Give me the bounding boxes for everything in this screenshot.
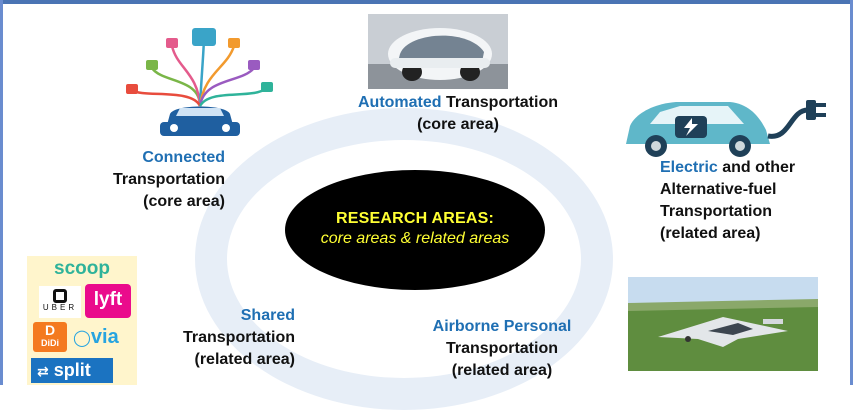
connected-transportation-label: Connected Transportation (core area) — [60, 147, 225, 213]
center-subtitle: core areas & related areas — [320, 230, 510, 247]
autonomous-car-image — [368, 14, 508, 89]
shared-transportation-label: Shared Transportation (related area) — [115, 305, 295, 371]
left-border — [0, 0, 3, 385]
shared-line2: Transportation — [182, 329, 295, 346]
electric-line3: Transportation — [660, 203, 773, 220]
scoop-logo: scoop — [54, 258, 110, 279]
split-arrows-icon: ⇄ — [37, 363, 49, 379]
via-pin-icon: ◯ — [73, 330, 91, 347]
top-border — [0, 0, 853, 4]
right-border — [850, 0, 853, 385]
center-title: RESEARCH AREAS: — [336, 210, 494, 227]
electric-car-plug-icon — [626, 100, 826, 157]
split-logo: ⇄ split — [31, 358, 113, 383]
automated-rest: Transportation — [441, 94, 558, 111]
connected-line3: (core area) — [143, 193, 225, 210]
airborne-line3: (related area) — [451, 362, 553, 379]
automated-transportation-label: Automated Transportation (core area) — [318, 92, 598, 136]
connected-car-icon — [126, 28, 273, 136]
automated-line2: (core area) — [417, 116, 499, 133]
research-areas-center: RESEARCH AREAS: core areas & related are… — [285, 170, 545, 290]
connected-highlight: Connected — [142, 149, 225, 166]
electric-transportation-label: Electric and other Alternative-fuel Tran… — [660, 157, 850, 245]
automated-highlight: Automated — [357, 94, 442, 111]
connected-line2: Transportation — [112, 171, 225, 188]
electric-line2: Alternative-fuel — [660, 181, 777, 198]
airborne-transportation-label: Airborne Personal Transportation (relate… — [402, 316, 602, 382]
lyft-logo: lyft — [85, 284, 131, 318]
shared-line3: (related area) — [194, 351, 296, 368]
ride-sharing-logos: scoop UBER lyft D DiDi ◯via ⇄ split — [27, 256, 137, 385]
airborne-line2: Transportation — [445, 340, 558, 357]
electric-rest: and other — [717, 159, 796, 176]
flying-car-image — [628, 277, 818, 371]
via-logo: ◯via — [73, 326, 119, 348]
airborne-highlight: Airborne Personal — [432, 318, 572, 335]
didi-logo: D DiDi — [33, 322, 67, 352]
uber-logo: UBER — [39, 286, 81, 318]
shared-highlight: Shared — [240, 307, 295, 324]
electric-line4: (related area) — [660, 225, 761, 242]
electric-highlight: Electric — [660, 159, 718, 176]
